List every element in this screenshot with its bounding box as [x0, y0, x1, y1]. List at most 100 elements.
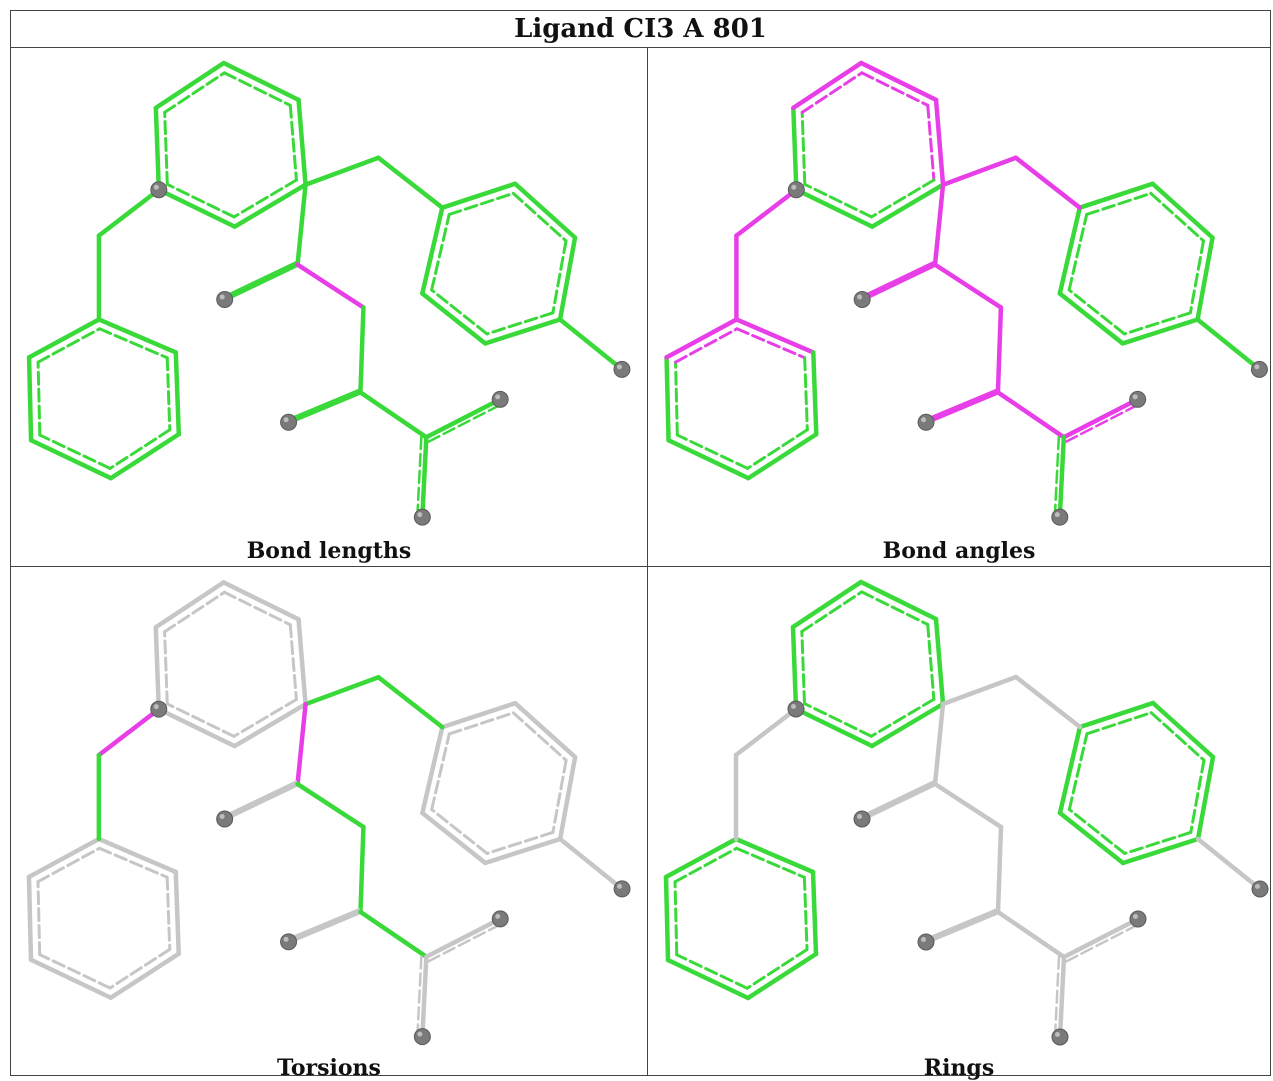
bond-angles-ringB-bond [746, 432, 819, 481]
bond-lengths-ringC-bond [420, 291, 488, 346]
bond-lengths-ringB-bond [96, 317, 179, 355]
torsions-n4clC-bond [420, 954, 429, 1039]
bond-angles-ringA-bond-aromatic [926, 103, 936, 182]
bond-angles-ringB-bond [666, 437, 751, 481]
bond-lengths-ringA-bond [153, 60, 226, 111]
bond-lengths-ringA-bond-aromatic [163, 71, 226, 114]
bond-angles-n2n3-bond [995, 305, 1004, 395]
bond-lengths-atom-highlight-oB [283, 417, 289, 423]
bond-angles-n1n2-bond [932, 262, 1004, 310]
bond-lengths-n4clC-dashed [416, 435, 423, 519]
bond-lengths-ringB-bond [26, 355, 34, 443]
torsions-ringA-bond-aromatic [222, 590, 292, 627]
bond-lengths-n3n4-bond [358, 390, 429, 440]
bond-angles-atom-clC [1051, 508, 1069, 526]
torsions-ringA-bond [153, 625, 162, 712]
bond-lengths-atom-a5 [150, 181, 168, 199]
bond-lengths-a3k1-bond [303, 155, 381, 187]
torsions-ringC-bond [512, 700, 578, 760]
bond-lengths-ringB-bond-aromatic [36, 327, 102, 364]
torsions-ringA-bond [156, 706, 237, 749]
torsions-n1oA-bond [222, 781, 300, 822]
torsions-ringA-bond-aromatic [163, 590, 226, 634]
torsions-atom-oB [280, 933, 298, 951]
torsions-n1oA-double [222, 780, 298, 818]
bond-angles-n3oB-bond [923, 390, 1001, 425]
torsions-a5c1-bond [96, 706, 162, 758]
torsions-ringB-bond-aromatic [165, 875, 172, 951]
torsions-ringA-bond [153, 580, 226, 630]
torsions-ringC-bond [420, 724, 445, 816]
bond-lengths-atom-clB [491, 390, 509, 408]
bond-lengths-ringC-bond [420, 205, 445, 296]
torsions-n3oB-double [286, 908, 361, 941]
bond-angles-ringA-bond-aromatic [803, 182, 874, 219]
rings-ringC-bond [1057, 810, 1126, 866]
rings-ringB-bond-aromatic [675, 953, 749, 990]
torsions-n3n4-bond [358, 909, 429, 960]
bond-lengths-ringB-bond-aromatic [38, 433, 112, 470]
torsions-atom-highlight-clC [417, 1031, 423, 1037]
rings-ringA-bond [869, 701, 946, 749]
bond-angles-c4clA-bond [1195, 317, 1262, 372]
bond-angles-a3n1-bond [932, 182, 946, 267]
bond-angles-atom-highlight-clB [1132, 394, 1138, 400]
bond-angles-ringC-bond [1077, 181, 1155, 210]
bond-angles-ringB-bond-aromatic [735, 327, 807, 360]
bond-angles-ringB-bond [664, 355, 671, 443]
torsions-atom-oA [216, 810, 234, 828]
torsions-c4clA-bond [557, 836, 625, 892]
rings-ringC-bond [1120, 836, 1201, 866]
bond-lengths-k1k2-bond [376, 155, 445, 210]
bond-lengths-atom-highlight-a5 [153, 184, 159, 190]
torsions-ringA-bond [296, 617, 308, 707]
torsions-ringC-bond-aromatic [551, 758, 568, 834]
rings-ringB-bond-aromatic [673, 880, 679, 957]
bond-lengths-n1oA-bond [222, 262, 300, 302]
rings-ringA-bond-aromatic [869, 697, 936, 738]
rings-atom-clA [1251, 880, 1269, 898]
torsions-atom-highlight-a5 [153, 704, 159, 710]
torsions-ringB-bond [96, 836, 178, 875]
bond-lengths-ringB-bond [28, 437, 114, 481]
bond-lengths-n2n3-bond [358, 305, 366, 395]
rings-n4clC-dashed [1053, 955, 1061, 1039]
bond-lengths-ringA-bond-aromatic [288, 103, 298, 182]
bond-lengths-atom-highlight-clC [417, 512, 423, 518]
bond-lengths-ringA-bond-aromatic [232, 178, 298, 219]
bond-angles-ringC-bond [1057, 291, 1125, 346]
torsions-ringB-bond-aromatic [36, 846, 101, 884]
rings-ringA-bond [790, 624, 799, 712]
rings-ringC-bond-aromatic [1149, 711, 1206, 762]
rings-atom-clB [1129, 910, 1147, 928]
bond-lengths-ringC-bond [557, 235, 578, 322]
panel-caption-torsions: Torsions [277, 1055, 381, 1081]
bond-angles-a3k1-bond [940, 155, 1019, 187]
torsions-ringC-bond-aromatic [485, 830, 555, 855]
bond-angles-n3oB-double [923, 388, 998, 421]
bond-angles-ringB-bond [734, 317, 816, 355]
bond-angles-ringA-bond [933, 97, 946, 187]
panel-caption-bond-lengths: Bond lengths [246, 538, 412, 564]
panel-bond-lengths: Bond lengths [11, 48, 648, 567]
torsions-n4clC-dashed [416, 955, 423, 1038]
rings-atom-clC [1051, 1028, 1069, 1046]
rings-ringB-bond-aromatic [673, 846, 739, 884]
bond-angles-n4clC-dashed [1053, 435, 1061, 519]
rings-ringA-bond-aromatic [860, 590, 930, 626]
bond-lengths-ringA-bond [296, 97, 308, 187]
rings-ringC-bond-aromatic [1067, 807, 1127, 855]
rings-ringA-bond-aromatic [803, 702, 873, 738]
bond-angles-ringA-bond-aromatic [870, 178, 936, 219]
bond-lengths-n1n2-bond [295, 262, 366, 310]
bond-lengths-ringB-bond-aromatic [108, 428, 172, 470]
torsions-ringA-bond-aromatic [165, 702, 236, 738]
rings-ringC-bond [1150, 700, 1216, 760]
bond-lengths-ringA-bond [156, 187, 237, 229]
bond-lengths-ringA-bond-aromatic [163, 110, 169, 186]
bond-angles-ringA-bond-aromatic [800, 110, 807, 186]
figure-title: Ligand CI3 A 801 [11, 11, 1270, 48]
rings-atom-highlight-clC [1055, 1032, 1060, 1037]
bond-angles-ringC-bond-aromatic [1149, 191, 1206, 243]
torsions-ringC-bond [557, 754, 578, 842]
